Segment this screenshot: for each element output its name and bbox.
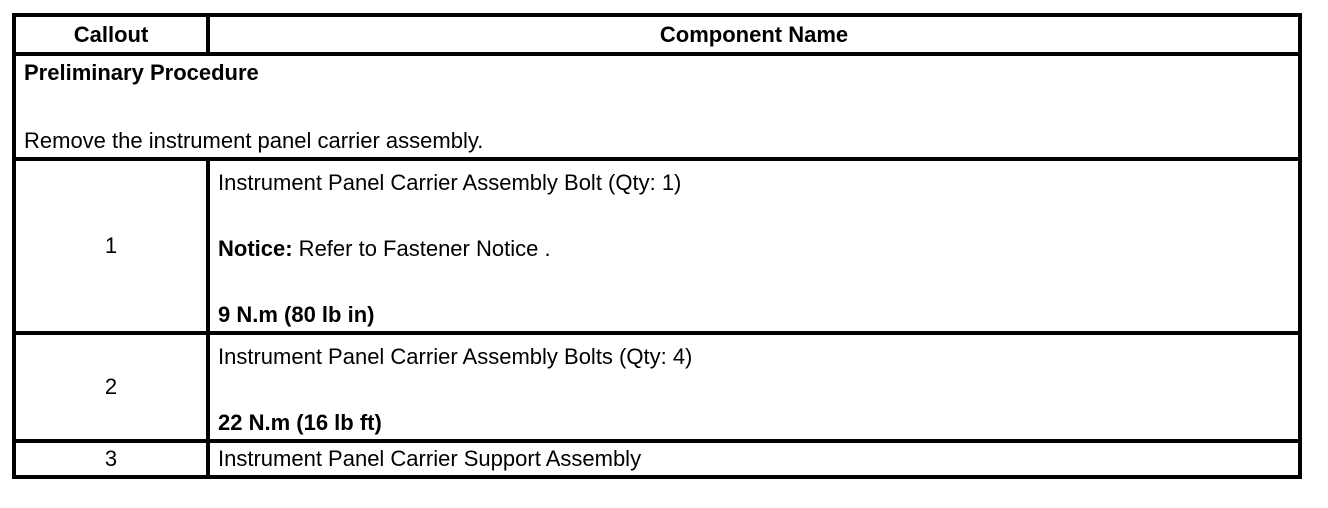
callout-cell: 1 bbox=[12, 157, 210, 335]
table-row: 2 Instrument Panel Carrier Assembly Bolt… bbox=[12, 331, 1302, 443]
component-name-cell: Instrument Panel Carrier Assembly Bolt (… bbox=[206, 157, 1302, 335]
component-name-cell: Instrument Panel Carrier Support Assembl… bbox=[206, 439, 1302, 479]
callout-cell: 2 bbox=[12, 331, 210, 443]
notice-line: Notice: Refer to Fastener Notice . bbox=[218, 235, 1290, 263]
preliminary-text: Remove the instrument panel carrier asse… bbox=[24, 127, 484, 153]
component-name-cell: Instrument Panel Carrier Assembly Bolts … bbox=[206, 331, 1302, 443]
torque-spec: 22 N.m (16 lb ft) bbox=[218, 410, 382, 435]
notice-text: Refer to Fastener Notice . bbox=[292, 236, 551, 261]
callout-column-header: Callout bbox=[12, 13, 210, 56]
component-name: Instrument Panel Carrier Assembly Bolt (… bbox=[218, 170, 682, 195]
preliminary-row: Preliminary Procedure Remove the instrum… bbox=[12, 52, 1302, 161]
component-table: Callout Component Name Preliminary Proce… bbox=[12, 13, 1302, 479]
callout-cell: 3 bbox=[12, 439, 210, 479]
table-row: 3 Instrument Panel Carrier Support Assem… bbox=[12, 439, 1302, 479]
table-header-row: Callout Component Name bbox=[12, 13, 1302, 56]
component-name-column-header: Component Name bbox=[206, 13, 1302, 56]
table-row: 1 Instrument Panel Carrier Assembly Bolt… bbox=[12, 157, 1302, 335]
preliminary-cell: Preliminary Procedure Remove the instrum… bbox=[12, 52, 1302, 161]
component-name: Instrument Panel Carrier Support Assembl… bbox=[218, 446, 642, 471]
component-name: Instrument Panel Carrier Assembly Bolts … bbox=[218, 344, 693, 369]
notice-label: Notice: bbox=[218, 236, 293, 261]
torque-spec: 9 N.m (80 lb in) bbox=[218, 302, 375, 327]
preliminary-title: Preliminary Procedure bbox=[24, 59, 259, 85]
